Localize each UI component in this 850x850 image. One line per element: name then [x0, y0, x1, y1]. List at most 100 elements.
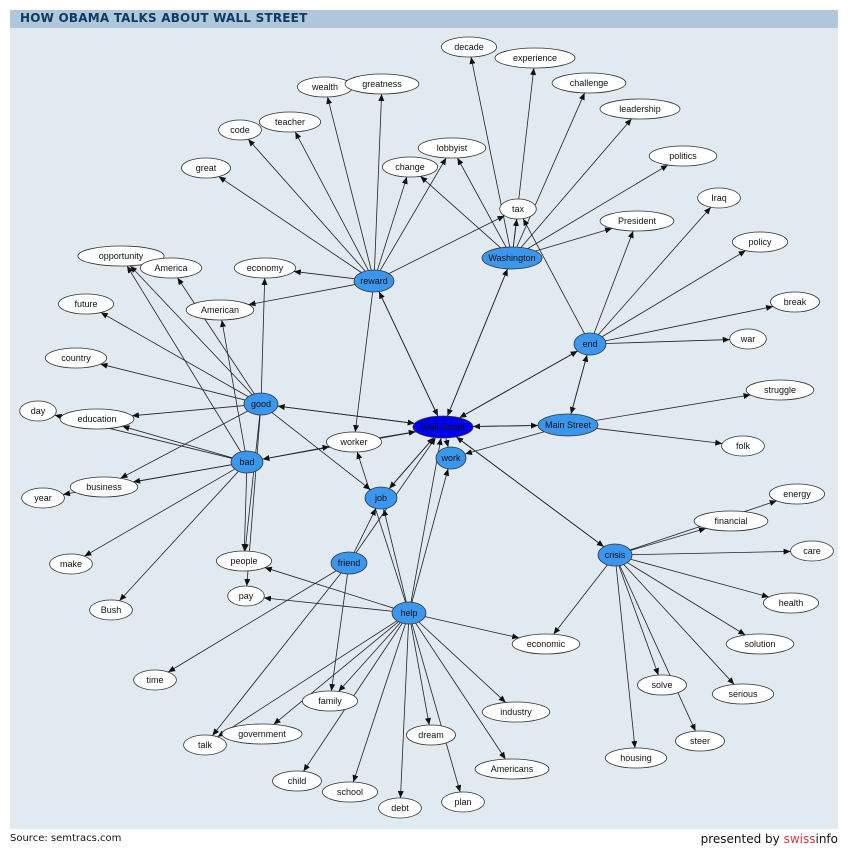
- node-folk[interactable]: folk: [721, 435, 765, 457]
- node-job[interactable]: job: [364, 486, 398, 510]
- node-great[interactable]: great: [181, 157, 231, 179]
- edge-good-to-business: [120, 410, 249, 479]
- node-day[interactable]: day: [19, 400, 57, 422]
- node-iraq[interactable]: Iraq: [697, 187, 741, 209]
- node-label: break: [784, 297, 807, 307]
- node-experience[interactable]: experience: [494, 47, 576, 69]
- node-steer[interactable]: steer: [675, 730, 725, 752]
- leaf-node-shape: [494, 47, 576, 69]
- node-crisis[interactable]: crisis: [597, 543, 633, 567]
- leaf-node-shape: [599, 210, 675, 232]
- node-housing[interactable]: housing: [604, 747, 668, 769]
- node-end[interactable]: end: [573, 332, 607, 356]
- node-president[interactable]: President: [599, 210, 675, 232]
- edge-main-street-to-folk: [596, 428, 723, 446]
- node-debt[interactable]: debt: [378, 797, 422, 819]
- node-economic[interactable]: economic: [511, 633, 581, 655]
- node-washington[interactable]: Washington: [481, 246, 543, 270]
- node-worker[interactable]: worker: [325, 431, 382, 453]
- node-label: end: [582, 339, 597, 349]
- edge-end-to-policy: [601, 250, 746, 338]
- node-serious[interactable]: serious: [711, 683, 775, 705]
- node-friend[interactable]: friend: [330, 551, 368, 575]
- node-business[interactable]: business: [69, 476, 139, 498]
- node-work[interactable]: work: [435, 446, 467, 470]
- node-opportunity[interactable]: opportunity: [77, 245, 165, 267]
- edge-help-to-plan: [411, 623, 462, 793]
- brand-logo-swiss[interactable]: swiss: [783, 832, 816, 846]
- node-health[interactable]: health: [763, 592, 820, 614]
- node-future[interactable]: future: [58, 293, 115, 315]
- edge-wall-street-to-work: [443, 437, 450, 448]
- edge-good-to-future: [100, 312, 249, 398]
- leaf-node-shape: [770, 291, 820, 313]
- node-main-street[interactable]: Main Street: [537, 413, 599, 437]
- leaf-node-shape: [321, 781, 378, 803]
- edge-bad-to-education: [122, 425, 233, 459]
- node-time[interactable]: time: [133, 669, 177, 691]
- node-label: America: [154, 263, 187, 273]
- node-reward[interactable]: reward: [353, 269, 395, 293]
- edge-reward-to-change: [377, 176, 408, 271]
- leaf-node-shape: [133, 669, 177, 691]
- node-good[interactable]: good: [243, 392, 279, 416]
- node-economy[interactable]: economy: [233, 257, 297, 279]
- center-node-shape: [412, 415, 474, 439]
- node-help[interactable]: help: [391, 601, 427, 625]
- node-label: Washington: [488, 253, 535, 263]
- node-lobbyist[interactable]: lobbyist: [417, 137, 487, 159]
- node-child[interactable]: child: [272, 770, 322, 792]
- leaf-node-shape: [301, 690, 358, 712]
- node-country[interactable]: country: [44, 347, 108, 369]
- node-leadership[interactable]: leadership: [599, 98, 681, 120]
- node-teacher[interactable]: teacher: [258, 111, 322, 133]
- node-tax[interactable]: tax: [499, 198, 537, 220]
- node-war[interactable]: war: [729, 328, 767, 350]
- node-decade[interactable]: decade: [440, 36, 497, 58]
- node-code[interactable]: code: [218, 119, 262, 141]
- node-politics[interactable]: politics: [648, 145, 718, 167]
- node-family[interactable]: family: [301, 690, 358, 712]
- node-american[interactable]: American: [185, 299, 255, 321]
- node-year[interactable]: year: [21, 487, 65, 509]
- node-talk[interactable]: talk: [183, 734, 227, 756]
- leaf-node-shape: [599, 98, 681, 120]
- node-wall-street[interactable]: Wall Street: [412, 415, 474, 439]
- edge-help-to-job: [382, 508, 407, 603]
- node-plan[interactable]: plan: [441, 791, 485, 813]
- node-care[interactable]: care: [790, 540, 834, 562]
- node-education[interactable]: education: [59, 408, 135, 430]
- node-greatness[interactable]: greatness: [344, 73, 420, 95]
- edge-end-to-war: [605, 336, 730, 344]
- node-label: Americans: [491, 764, 534, 774]
- node-energy[interactable]: energy: [769, 483, 826, 505]
- node-pay[interactable]: pay: [227, 585, 265, 607]
- node-school[interactable]: school: [321, 781, 378, 803]
- node-financial[interactable]: financial: [693, 510, 769, 532]
- leaf-node-shape: [675, 730, 725, 752]
- node-struggle[interactable]: struggle: [745, 379, 815, 401]
- edge-good-to-economy: [260, 277, 268, 394]
- node-break[interactable]: break: [770, 291, 820, 313]
- brand-logo-info[interactable]: info: [815, 832, 838, 846]
- leaf-node-shape: [417, 137, 487, 159]
- leaf-node-shape: [44, 347, 108, 369]
- node-change[interactable]: change: [381, 156, 438, 178]
- node-make[interactable]: make: [49, 553, 93, 575]
- node-solve[interactable]: solve: [637, 674, 687, 696]
- node-government[interactable]: government: [221, 723, 303, 745]
- node-dream[interactable]: dream: [406, 724, 456, 746]
- hub-node-shape: [435, 446, 467, 470]
- leaf-node-shape: [185, 299, 255, 321]
- node-solution[interactable]: solution: [725, 633, 795, 655]
- node-america[interactable]: America: [139, 257, 203, 279]
- node-policy[interactable]: policy: [732, 231, 789, 253]
- edge-good-to-job: [271, 412, 371, 491]
- node-bad[interactable]: bad: [230, 450, 264, 474]
- node-americans[interactable]: Americans: [474, 758, 550, 780]
- node-challenge[interactable]: challenge: [551, 72, 627, 94]
- node-bush[interactable]: Bush: [89, 599, 133, 621]
- node-wealth[interactable]: wealth: [296, 76, 353, 98]
- node-industry[interactable]: industry: [481, 701, 551, 723]
- node-people[interactable]: people: [215, 550, 272, 572]
